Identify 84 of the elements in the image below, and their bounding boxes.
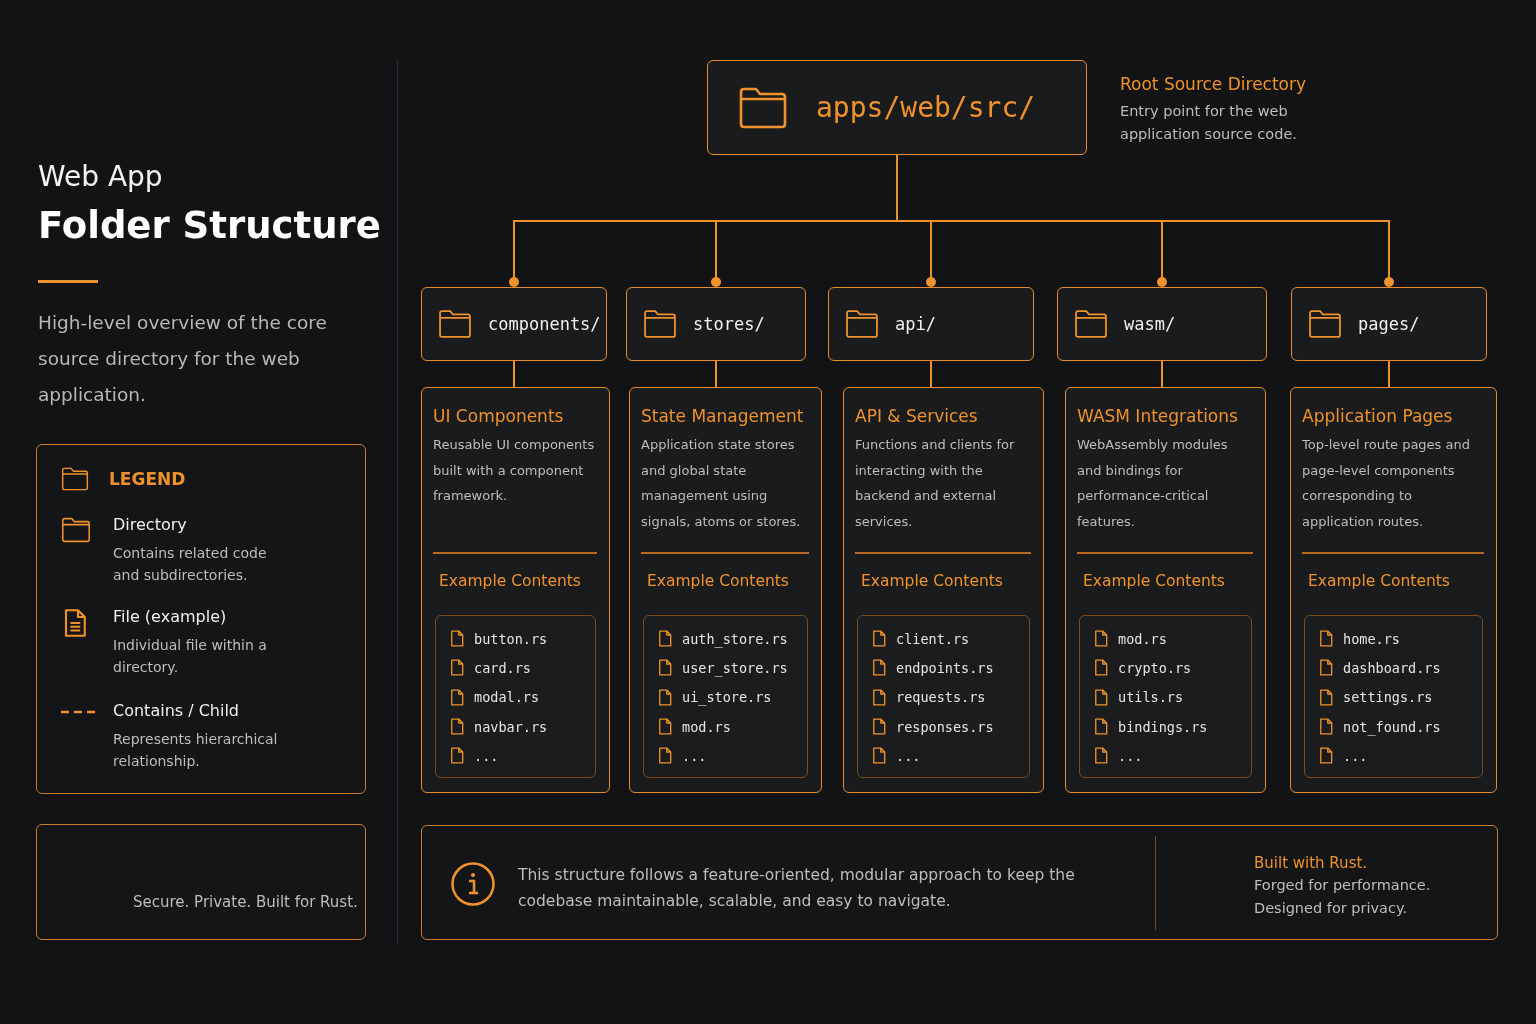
file-list <box>435 615 596 778</box>
tagline: Secure. Private. Built for Rust. <box>133 893 358 911</box>
file-name: responses.rs <box>896 718 994 735</box>
folder-box <box>626 287 806 361</box>
file-name: endpoints.rs <box>896 659 994 676</box>
file-name: requests.rs <box>896 689 986 706</box>
description-card <box>1290 387 1497 793</box>
file-name: home.rs <box>1343 630 1400 647</box>
file-name: mod.rs <box>1118 630 1167 647</box>
file-name: settings.rs <box>1343 689 1433 706</box>
folder-box <box>1291 287 1487 361</box>
connector-line <box>513 360 515 388</box>
connector-line <box>1388 360 1390 388</box>
section-heading: Example Contents <box>439 571 582 590</box>
note-text: Designed for privacy. <box>1254 900 1408 916</box>
description-card <box>843 387 1044 793</box>
file-name: not_found.rs <box>1343 718 1441 735</box>
card-heading: API & Services <box>855 406 979 426</box>
file-name: ... <box>682 747 707 764</box>
legend-label: Contains / Child <box>113 701 241 720</box>
description-card <box>421 387 610 793</box>
card-heading: State Management <box>641 406 805 426</box>
folder-name: stores/ <box>693 314 765 334</box>
file-name: navbar.rs <box>474 718 548 735</box>
file-name: ... <box>1118 747 1143 764</box>
file-name: modal.rs <box>474 689 540 706</box>
connector-line <box>930 360 932 388</box>
section-heading: Example Contents <box>861 571 1004 590</box>
file-name: ... <box>1343 747 1368 764</box>
description-card <box>629 387 822 793</box>
file-list <box>1304 615 1483 778</box>
description: High-level overview of the core source directory for the web application. <box>38 311 328 407</box>
folder-box <box>828 287 1034 361</box>
card-description: Functions and clients for interacting with the backend and external services. <box>855 436 1016 531</box>
file-name: ... <box>474 747 499 764</box>
card-heading: WASM Integrations <box>1077 406 1239 426</box>
folder-name: wasm/ <box>1124 314 1176 334</box>
file-name: auth_store.rs <box>682 630 788 647</box>
file-name: button.rs <box>474 630 548 647</box>
legend-description: Individual file within a directory. <box>113 636 268 677</box>
note-text: Forged for performance. <box>1254 877 1431 893</box>
card-description: Application state stores and global state management using signals, atoms or stores. <box>641 436 802 531</box>
file-list <box>643 615 808 778</box>
file-list <box>857 615 1030 778</box>
card-description: Top-level route pages and page-level components corresponding to application routes. <box>1302 436 1471 531</box>
annotation-heading: Root Source Directory <box>1120 74 1308 94</box>
note-heading: Built with Rust. <box>1254 854 1368 872</box>
description-card <box>1065 387 1266 793</box>
card-description: Reusable UI components built with a component framework. <box>433 436 596 505</box>
file-name: ui_store.rs <box>682 689 772 706</box>
folder-box <box>1057 287 1267 361</box>
folder-name: components/ <box>488 314 601 334</box>
file-name: mod.rs <box>682 718 731 735</box>
file-list <box>1079 615 1252 778</box>
legend-heading: LEGEND <box>109 469 186 489</box>
folder-name: pages/ <box>1358 314 1420 334</box>
section-heading: Example Contents <box>1083 571 1226 590</box>
root-folder-box <box>707 60 1087 155</box>
card-heading: UI Components <box>433 406 565 426</box>
subtitle: Web App <box>38 160 163 193</box>
legend-label: File (example) <box>113 607 228 626</box>
file-name: bindings.rs <box>1118 718 1208 735</box>
card-heading: Application Pages <box>1302 406 1454 426</box>
folder-name: apps/web/src/ <box>816 91 1036 124</box>
note-text: This structure follows a feature-oriented, modular approach to keep the codebase maintainable, scalable, and easy to navigate. <box>518 865 1076 912</box>
section-heading: Example Contents <box>1308 571 1451 590</box>
connector-line <box>715 360 717 388</box>
legend-description: Represents hierarchical relationship. <box>113 730 279 771</box>
file-name: card.rs <box>474 659 531 676</box>
legend-description: Contains related code and subdirectories. <box>113 544 268 585</box>
title: Folder Structure <box>38 204 381 247</box>
section-heading: Example Contents <box>647 571 790 590</box>
file-name: crypto.rs <box>1118 659 1192 676</box>
legend-label: Directory <box>113 515 188 534</box>
file-name: utils.rs <box>1118 689 1184 706</box>
annotation-text: Entry point for the web application source code. <box>1120 102 1298 144</box>
folder-name: api/ <box>895 314 936 334</box>
connector-line <box>1161 360 1163 388</box>
folder-box <box>421 287 607 361</box>
file-name: user_store.rs <box>682 659 788 676</box>
file-name: ... <box>896 747 921 764</box>
file-name: client.rs <box>896 630 970 647</box>
file-name: dashboard.rs <box>1343 659 1441 676</box>
card-description: WebAssembly modules and bindings for performance-critical features. <box>1077 436 1229 531</box>
